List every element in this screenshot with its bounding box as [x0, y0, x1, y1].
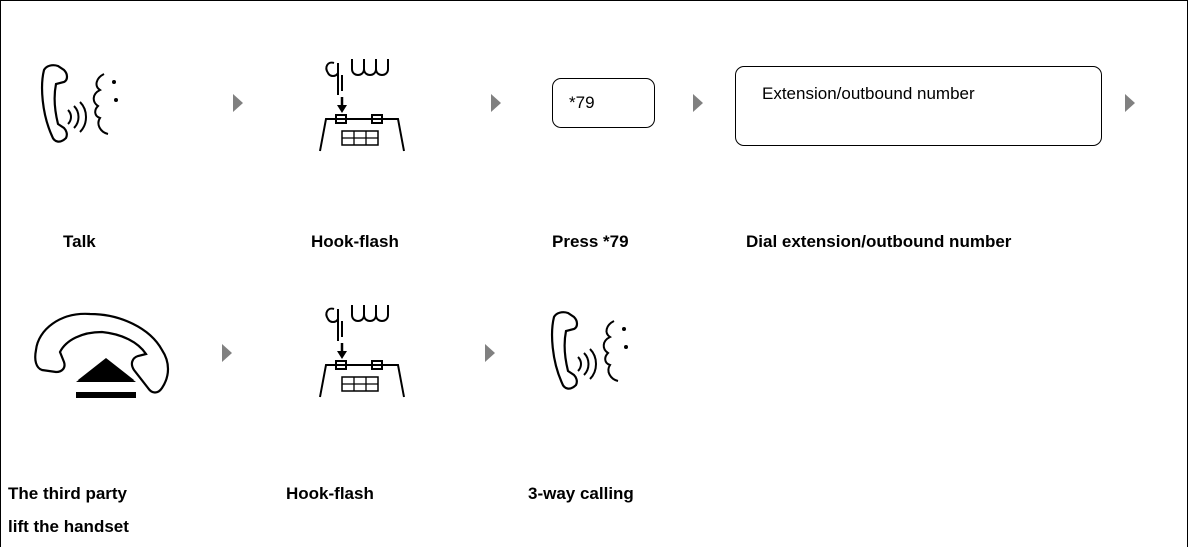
lift-handset-icon: [30, 300, 180, 420]
key-79-box: *79: [552, 78, 655, 128]
flow-arrow: [485, 344, 495, 362]
step-label-3way-calling: 3-way calling: [528, 484, 634, 503]
step-label-talk: Talk: [63, 232, 96, 251]
extension-number-box: Extension/outbound number: [735, 66, 1102, 146]
talking-phone-icon: [548, 305, 638, 400]
step-label-hook-flash: Hook-flash: [286, 484, 374, 503]
step-label-press-79: Press *79: [552, 232, 629, 251]
talking-phone-icon: [38, 58, 128, 153]
hook-flash-icon: [312, 301, 412, 403]
flow-arrow: [693, 94, 703, 112]
step-label-dial-extension: Dial extension/outbound number: [746, 232, 1012, 251]
hook-flash-icon: [312, 55, 412, 157]
key-box-text: Extension/outbound number: [762, 84, 975, 103]
step-label-third-party-line2: lift the handset: [8, 517, 129, 536]
key-box-text: *79: [569, 93, 595, 112]
flow-arrow: [222, 344, 232, 362]
step-label-hook-flash: Hook-flash: [311, 232, 399, 251]
flow-arrow: [233, 94, 243, 112]
flow-arrow: [1125, 94, 1135, 112]
flow-arrow: [491, 94, 501, 112]
step-label-third-party-line1: The third party: [8, 484, 128, 503]
